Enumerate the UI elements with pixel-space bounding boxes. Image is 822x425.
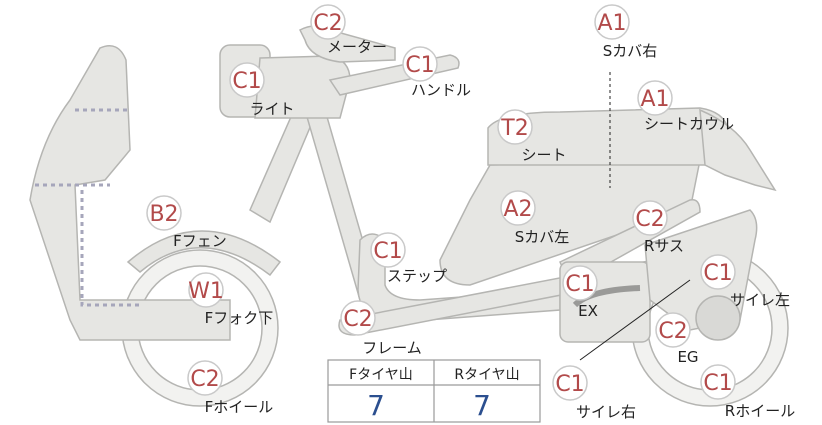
part-marker-meter: C2 メーター (310, 4, 387, 56)
grade-code: B2 (149, 202, 178, 227)
grade-code: C2 (658, 319, 687, 344)
grade-code: C2 (635, 207, 664, 232)
grade-code: A1 (640, 87, 669, 112)
grade-circle (497, 109, 533, 145)
grade-circle (500, 190, 536, 226)
front-tire-value: 7 (367, 389, 385, 422)
grade-code: C1 (405, 53, 434, 78)
part-name: Fフォク下 (205, 309, 274, 327)
underseat-body-shape (439, 159, 701, 286)
seat-cowl-shape (699, 108, 777, 192)
grade-circle (146, 195, 182, 231)
grade-code: C1 (555, 372, 584, 397)
grade-code: A2 (503, 197, 532, 222)
grade-circle (188, 272, 224, 308)
grade-circle (552, 365, 588, 401)
rear-tire-value: 7 (473, 389, 491, 422)
front-cowl-shape (29, 45, 231, 341)
grade-circle (310, 4, 346, 40)
rear-tire-header: Rタイヤ山 (454, 367, 519, 383)
part-marker-silencer-right: C1 サイレ右 (552, 365, 636, 421)
bike-silhouette (29, 25, 789, 407)
grade-circle (340, 300, 376, 336)
grade-code: C1 (565, 272, 594, 297)
grade-circle (229, 62, 265, 98)
grade-code: C1 (703, 371, 732, 396)
grade-code: C2 (190, 367, 219, 392)
part-name: ライト (249, 100, 294, 118)
part-name: フレーム (362, 339, 422, 357)
part-name: サイレ左 (730, 291, 790, 309)
part-marker-step: C1 ステップ (370, 232, 447, 285)
grade-circle (402, 46, 438, 82)
grade-code: C2 (313, 11, 342, 36)
part-marker-silencer-left: C1 サイレ左 (700, 254, 790, 309)
grade-code: T2 (500, 116, 528, 141)
part-marker-seat-cowl: A1 シートカウル (637, 80, 734, 133)
part-name: サイレ右 (576, 403, 636, 421)
part-name: Fホイール (205, 398, 274, 416)
panel-lines (35, 108, 140, 307)
part-name: Rホイール (725, 402, 795, 420)
front-fender-shape (126, 230, 282, 277)
part-name: ステップ (387, 267, 447, 285)
grade-circle (594, 4, 630, 40)
part-name: ハンドル (411, 81, 471, 99)
eg-hub-shape (695, 295, 741, 341)
part-marker-light: C1 ライト (229, 62, 295, 118)
grade-code: C1 (703, 261, 732, 286)
part-name: シート (521, 146, 566, 164)
part-name: メーター (327, 38, 387, 56)
part-name: Sカバ左 (515, 228, 570, 246)
part-marker-seat: T2 シート (497, 109, 567, 164)
part-name: EG (677, 348, 698, 366)
grade-circle (655, 312, 691, 348)
grade-circle (562, 265, 598, 301)
part-marker-frame: C2 フレーム (340, 300, 422, 357)
grade-code: C1 (373, 239, 402, 264)
leader-lines (579, 72, 691, 361)
part-name: Rサス (644, 237, 684, 255)
grade-circle (700, 254, 736, 290)
front-tire-header: Fタイヤ山 (349, 367, 413, 383)
grade-code: A1 (597, 11, 626, 36)
grade-code: W1 (188, 279, 224, 304)
grade-circle (632, 200, 668, 236)
part-name: シートカウル (644, 115, 734, 133)
grade-code: C1 (232, 69, 261, 94)
grade-code: C2 (343, 307, 372, 332)
part-marker-handle: C1 ハンドル (402, 46, 471, 99)
part-name: EX (578, 302, 598, 320)
grade-circle (370, 232, 406, 268)
part-name: Sカバ右 (603, 42, 658, 60)
grade-circle (637, 80, 673, 116)
tire-table: Fタイヤ山 Rタイヤ山 7 7 (327, 359, 541, 423)
part-name: Fフェン (173, 232, 227, 250)
grade-circle (700, 364, 736, 400)
exhaust-pipe (572, 285, 641, 308)
grade-circle (187, 360, 223, 396)
